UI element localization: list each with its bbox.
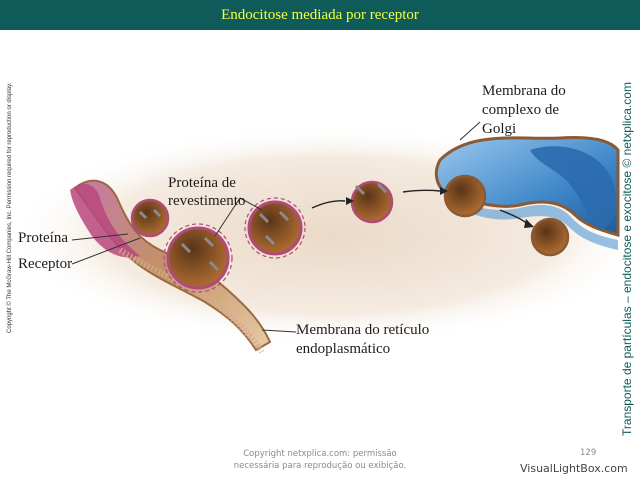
arrow-to-golgi <box>402 187 448 195</box>
leader-reticulo <box>261 329 297 333</box>
diagram-illustration <box>10 121 640 354</box>
label-golgi-line2: complexo de <box>482 102 560 118</box>
label-revestimento-line2: revestimento <box>168 193 246 209</box>
label-golgi-line1: Membrana do <box>482 83 566 99</box>
leader-golgi <box>459 121 481 141</box>
leader-revestimento-2 <box>239 197 263 211</box>
leader-revestimento-1 <box>214 197 241 237</box>
budding-vesicle-small <box>130 198 170 238</box>
arrow-to-uncoating <box>311 197 354 209</box>
fusing-vesicle-lower <box>530 217 570 257</box>
label-reticulo-line2: endoplasmático <box>296 341 391 357</box>
slide-title: Endocitose mediada por receptor <box>221 7 419 23</box>
footer-line-2: necessária para reprodução ou exibição. <box>233 461 407 471</box>
arrow-within-golgi <box>499 209 534 228</box>
label-receptor: Receptor <box>18 256 73 272</box>
footer-line-1: Copyright netxplica.com: permissão <box>243 449 397 459</box>
budding-vesicle-large <box>163 223 233 293</box>
fusing-vesicle <box>443 174 487 218</box>
endocytosis-diagram: Membrana do complexo de Golgi Proteína d… <box>0 30 640 440</box>
watermark: VisualLightBox.com <box>520 462 628 475</box>
vertical-site-credit: Transporte de partículas – endocitose e … <box>620 82 634 436</box>
page-number: 129 <box>580 448 597 458</box>
leader-proteina <box>71 233 129 241</box>
golgi-membrane <box>434 136 620 250</box>
title-bar: Endocitose mediada por receptor <box>0 0 640 30</box>
label-revestimento-line1: Proteína de <box>168 175 236 191</box>
vertical-copyright: Copyright © The McGraw-Hill Companies, I… <box>7 82 13 333</box>
footer-copyright: Copyright netxplica.com: permissão neces… <box>200 448 440 472</box>
uncoating-vesicle <box>350 180 394 224</box>
label-reticulo-line1: Membrana do retículo <box>296 322 430 338</box>
label-golgi-line3: Golgi <box>482 121 517 137</box>
label-proteina: Proteína <box>18 230 68 246</box>
leader-receptor <box>71 237 141 265</box>
coated-vesicle <box>244 197 306 259</box>
